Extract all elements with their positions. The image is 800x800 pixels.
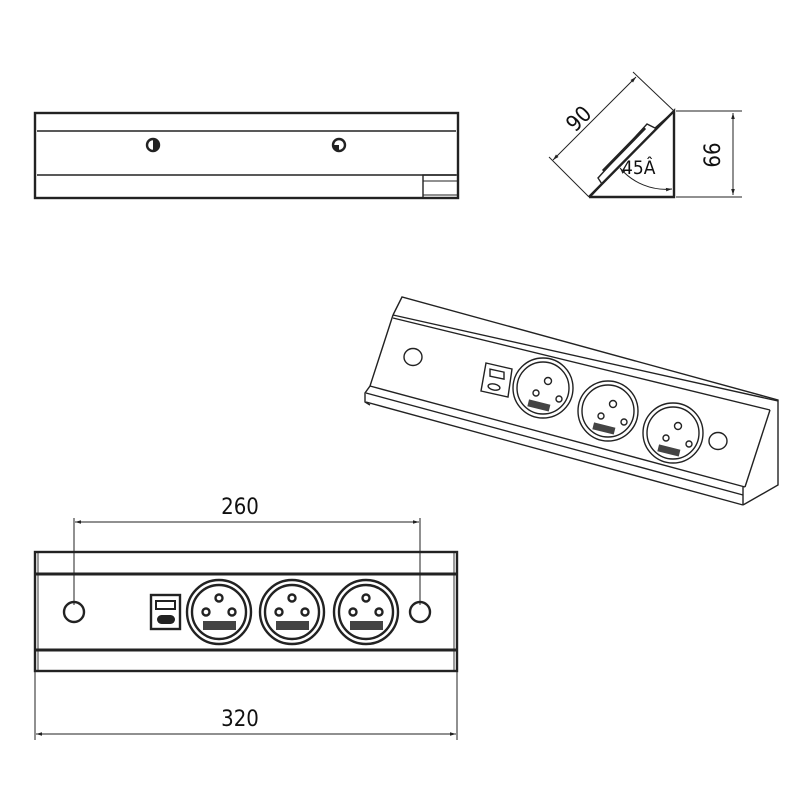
socket-1 bbox=[185, 578, 253, 646]
usb-a-port-icon bbox=[155, 600, 176, 610]
dimension-angle: 45Â bbox=[622, 156, 656, 179]
dimension-height: 66 bbox=[701, 142, 726, 167]
socket-iso-3 bbox=[642, 402, 704, 464]
screw-icon bbox=[331, 137, 347, 153]
socket-2 bbox=[258, 578, 326, 646]
usb-module bbox=[480, 362, 513, 398]
dimension-hole-spacing: 260 bbox=[221, 495, 259, 520]
screw-icon bbox=[145, 137, 161, 153]
usb-c-port-icon bbox=[157, 615, 175, 624]
socket-iso-1 bbox=[512, 357, 574, 419]
usb-module bbox=[149, 593, 182, 631]
isometric-view bbox=[364, 296, 779, 506]
socket-3 bbox=[332, 578, 400, 646]
side-view: 90 66 45Â bbox=[548, 71, 742, 199]
socket-iso-2 bbox=[577, 380, 639, 442]
dimension-length: 320 bbox=[221, 707, 259, 732]
mounting-hole bbox=[708, 431, 728, 451]
top-view bbox=[33, 111, 460, 200]
dimension-slope: 90 bbox=[562, 102, 597, 137]
mounting-hole bbox=[403, 347, 423, 367]
front-view: 260 320 bbox=[33, 495, 459, 740]
